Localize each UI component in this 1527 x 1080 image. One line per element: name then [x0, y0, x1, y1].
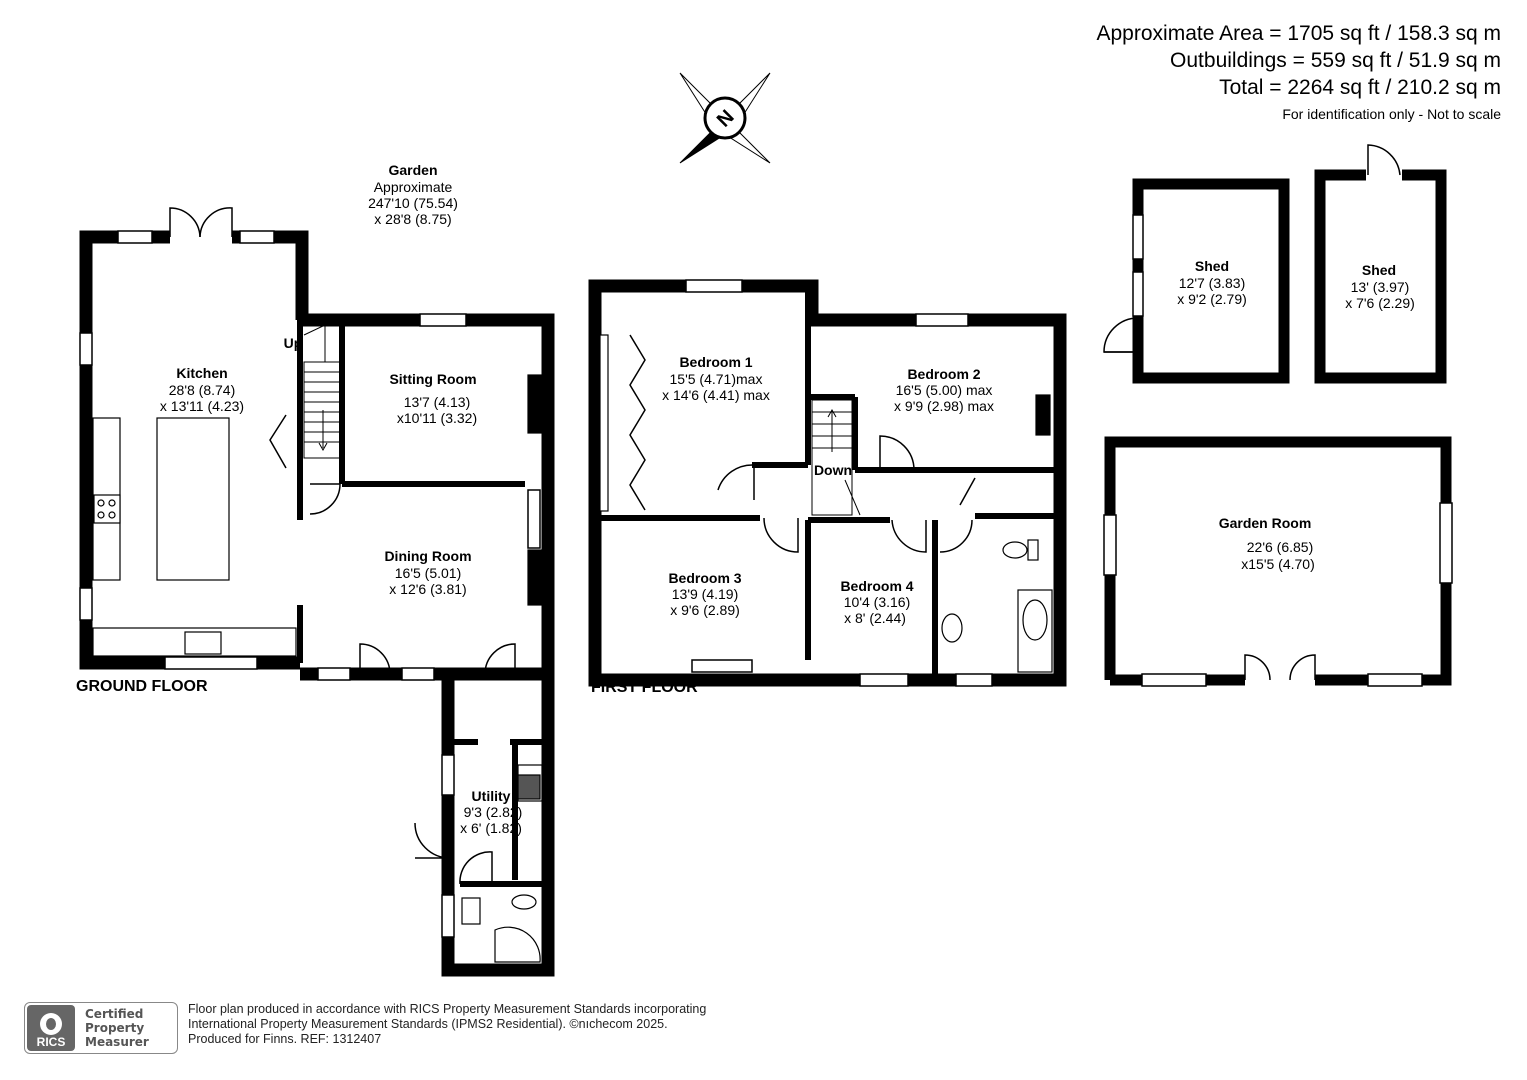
- ground-floor-doors: [169, 207, 516, 885]
- kitchen-dim1: 28'8 (8.74): [169, 382, 236, 398]
- footer-line3: Produced for Finns. REF: 1312407: [188, 1032, 382, 1046]
- total-area: Total = 2264 sq ft / 210.2 sq m: [1219, 76, 1501, 99]
- bedroom3-dim2: x 9'6 (2.89): [670, 602, 740, 618]
- bedroom3-dim1: 13'9 (4.19): [672, 586, 739, 602]
- badge-line1: Certified: [85, 1007, 144, 1021]
- garden-name: Garden: [388, 162, 437, 178]
- bedroom1-dim1: 15'5 (4.71)max: [670, 371, 763, 387]
- utility-name: Utility: [472, 788, 511, 804]
- bedroom2-dim2: x 9'9 (2.98) max: [894, 398, 994, 414]
- badge-line2: Property: [85, 1021, 145, 1035]
- garden-line3: x 28'8 (8.75): [374, 211, 451, 227]
- ground-floor-fixtures: [92, 374, 543, 963]
- bedroom4-dim1: 10'4 (3.16): [844, 594, 911, 610]
- bedroom4-dim2: x 8' (2.44): [844, 610, 906, 626]
- stairs-up-label: Up: [284, 335, 303, 351]
- compass-icon: N: [679, 72, 771, 164]
- rics-logo-panel: RICS: [27, 1005, 75, 1051]
- rics-certified-badge: RICS Certified Property Measurer: [24, 1002, 178, 1054]
- bedroom4-name: Bedroom 4: [840, 578, 913, 594]
- first-floor-stairs: [811, 399, 861, 516]
- garden-line1: Approximate: [374, 179, 453, 195]
- identification-note: For identification only - Not to scale: [1282, 106, 1501, 122]
- garden-line2: 247'10 (75.54): [368, 195, 458, 211]
- first-floor-label: FIRST FLOOR: [591, 679, 698, 696]
- garden-room-name: Garden Room: [1219, 515, 1312, 531]
- bedroom2-name: Bedroom 2: [907, 366, 980, 382]
- shed1-dim1: 12'7 (3.83): [1179, 275, 1246, 291]
- first-floor-labels: Bedroom 1 15'5 (4.71)max x 14'6 (4.41) m…: [662, 354, 994, 626]
- shed2-dim1: 13' (3.97): [1351, 279, 1410, 295]
- ground-floor-labels: Garden Approximate 247'10 (75.54) x 28'8…: [160, 162, 522, 836]
- rics-logo-text: RICS: [36, 1035, 66, 1049]
- shed1-name: Shed: [1195, 258, 1229, 274]
- footer-line2: International Property Measurement Stand…: [188, 1017, 668, 1031]
- footer-disclaimer: Floor plan produced in accordance with R…: [188, 1002, 706, 1047]
- ground-floor-windows: [79, 230, 541, 938]
- garden-room-dim2: x15'5 (4.70): [1241, 556, 1315, 572]
- utility-dim1: 9'3 (2.82): [464, 804, 523, 820]
- area-summary: Approximate Area = 1705 sq ft / 158.3 sq…: [1097, 20, 1502, 127]
- first-floor-windows: [685, 279, 993, 687]
- outbuilding-windows: [1103, 214, 1453, 687]
- first-floor-fixtures: [599, 334, 1053, 673]
- ground-floor-label: GROUND FLOOR: [76, 678, 208, 695]
- outbuilding-walls: [1104, 169, 1452, 686]
- dining-room-name: Dining Room: [384, 548, 471, 564]
- sitting-room-dim1: 13'7 (4.13): [404, 394, 471, 410]
- badge-text: Certified Property Measurer: [85, 1007, 149, 1049]
- garden-room-dim1: 22'6 (6.85): [1247, 539, 1314, 555]
- kitchen-name: Kitchen: [176, 365, 227, 381]
- outbuildings-area: Outbuildings = 559 sq ft / 51.9 sq m: [1170, 49, 1501, 72]
- bedroom1-name: Bedroom 1: [679, 354, 752, 370]
- dining-room-dim1: 16'5 (5.01): [395, 565, 462, 581]
- badge-line3: Measurer: [85, 1035, 149, 1049]
- shed1-dim2: x 9'2 (2.79): [1177, 291, 1247, 307]
- rics-logo-icon: [40, 1013, 62, 1035]
- bedroom2-dim1: 16'5 (5.00) max: [896, 382, 993, 398]
- shed2-dim2: x 7'6 (2.29): [1345, 295, 1415, 311]
- bedroom3-name: Bedroom 3: [668, 570, 741, 586]
- bedroom1-dim2: x 14'6 (4.41) max: [662, 387, 770, 403]
- shed2-name: Shed: [1362, 262, 1396, 278]
- outbuilding-doors: [1103, 144, 1401, 681]
- sitting-room-name: Sitting Room: [389, 371, 476, 387]
- outbuilding-labels: Shed 12'7 (3.83) x 9'2 (2.79) Shed 13' (…: [1177, 258, 1415, 572]
- first-floor-walls: [588, 279, 1067, 687]
- first-floor-doors: [629, 334, 976, 553]
- ground-floor-walls: [79, 230, 555, 977]
- stairs-down-label: Down: [814, 462, 852, 478]
- first-first-inner-walls: [595, 286, 1060, 680]
- utility-dim2: x 6' (1.82): [460, 820, 522, 836]
- ground-floor-stairs: [303, 324, 343, 459]
- kitchen-dim2: x 13'11 (4.23): [160, 398, 244, 414]
- dining-room-dim2: x 12'6 (3.81): [389, 581, 466, 597]
- footer-line1: Floor plan produced in accordance with R…: [188, 1002, 707, 1016]
- approximate-area: Approximate Area = 1705 sq ft / 158.3 sq…: [1096, 22, 1502, 45]
- sitting-room-dim2: x10'11 (3.32): [397, 410, 477, 426]
